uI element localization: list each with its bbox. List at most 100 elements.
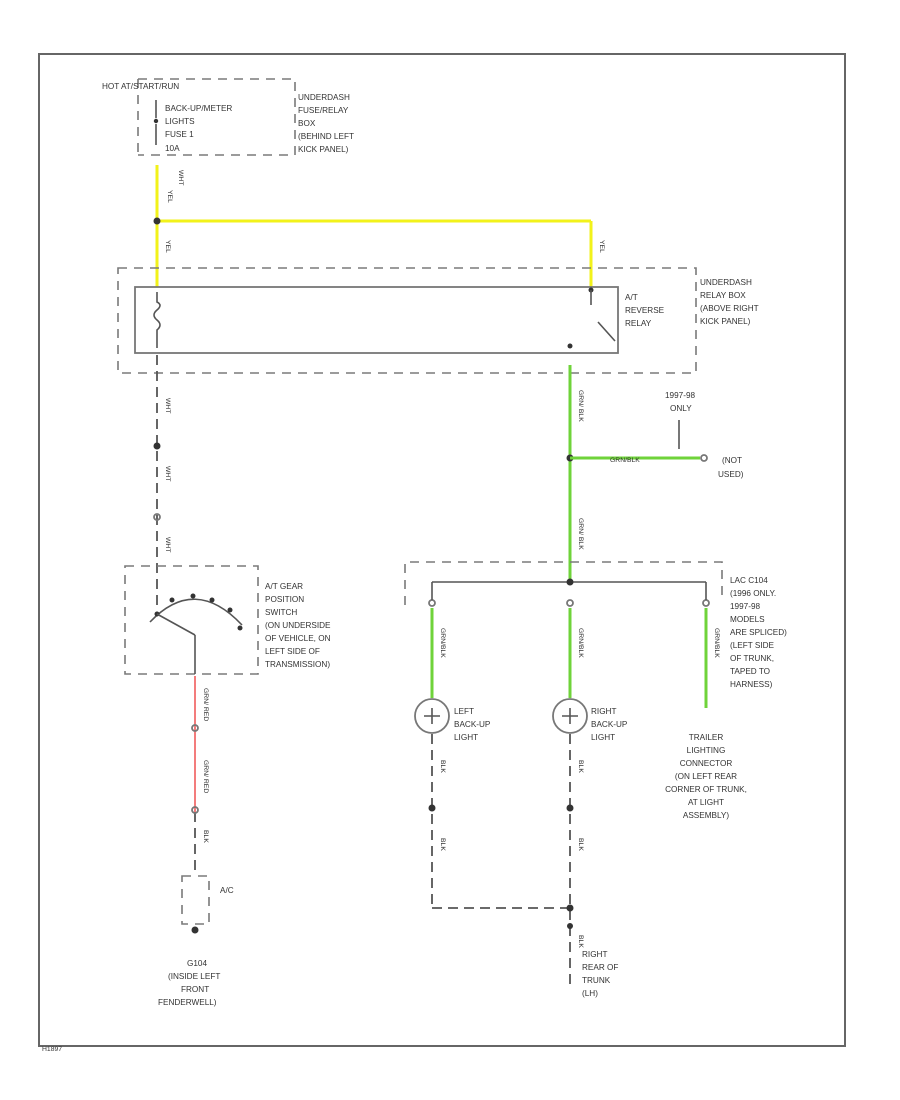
- fuse-line-1: LIGHTS: [165, 117, 195, 126]
- wire-label-blk-1: BLK: [202, 830, 209, 843]
- wire-label-grn-blk-2: GRN/ BLK: [577, 518, 584, 550]
- relay-location-0: UNDERDASH: [700, 278, 752, 287]
- ground-left-tag: A/C: [220, 886, 234, 895]
- trailer-label-1: LIGHTING: [687, 746, 726, 755]
- relay-switch-arm: [597, 321, 616, 342]
- wire-label-grn-red-1: GRN/ RED: [202, 688, 209, 721]
- ground-left-label-0: G104: [187, 959, 207, 968]
- diagram-frame: [38, 53, 846, 1047]
- gear-switch-label-2: SWITCH: [265, 608, 297, 617]
- ground-right-label-0: RIGHT: [582, 950, 607, 959]
- splice-label-4: ARE SPLICED): [730, 628, 787, 637]
- fuse-line-0: BACK-UP/METER: [165, 104, 232, 113]
- optional-note-1: ONLY: [670, 404, 692, 413]
- ground-right-trunk: RIGHT REAR OF TRUNK (LH): [582, 950, 618, 998]
- ground-right-label-3: (LH): [582, 989, 598, 998]
- left-back-up-light: LEFT BACK-UP LIGHT: [414, 698, 491, 742]
- trailer-label-5: AT LIGHT: [688, 798, 724, 807]
- gear-position-switch: A/T GEAR POSITION SWITCH (ON UNDERSIDE O…: [124, 565, 331, 675]
- fuse-box: HOT AT/START/RUN BACK-UP/METER LIGHTS FU…: [102, 78, 354, 156]
- wire-label-grn-blk-h: GRN/BLK: [610, 457, 640, 464]
- junction-wht: [153, 442, 161, 450]
- ground-left-label-3: FENDERWELL): [158, 998, 217, 1007]
- wire-label-grn-blk-1: GRN/ BLK: [577, 390, 584, 422]
- trailer-label-4: CORNER OF TRUNK,: [665, 785, 747, 794]
- optional-note-0: 1997-98: [665, 391, 695, 400]
- relay-box: A/T REVERSE RELAY UNDERDASH RELAY BOX (A…: [117, 267, 759, 374]
- left-light-label-2: LIGHT: [454, 733, 478, 742]
- splice-label-7: TAPED TO: [730, 667, 770, 676]
- wire-label-yel-right: YEL: [598, 240, 605, 253]
- right-light-label-2: LIGHT: [591, 733, 615, 742]
- ground-left-label-2: FRONT: [181, 985, 209, 994]
- relay-label-2: RELAY: [625, 319, 652, 328]
- wire-label-blk-c3: BLK: [577, 935, 584, 948]
- diagram-code: H1897: [42, 1046, 62, 1053]
- right-light-label-0: RIGHT: [591, 707, 616, 716]
- left-light-label-0: LEFT: [454, 707, 474, 716]
- gear-switch-label-1: POSITION: [265, 595, 304, 604]
- right-light-label-1: BACK-UP: [591, 720, 628, 729]
- wire-label-grn-blk-c: GRN/BLK: [577, 628, 584, 658]
- gear-switch-wiper: [156, 613, 196, 636]
- gear-switch-label-0: A/T GEAR: [265, 582, 303, 591]
- relay-location-1: RELAY BOX: [700, 291, 746, 300]
- junction-ground: [566, 904, 574, 912]
- wire-label-blk-c1: BLK: [577, 760, 584, 773]
- wire-label-blk-l2: BLK: [439, 838, 446, 851]
- relay-coil: [153, 292, 161, 348]
- fuse-line-2: FUSE 1: [165, 130, 194, 139]
- connector-c3: [191, 806, 199, 814]
- not-used-1: USED): [718, 470, 744, 479]
- relay-location-2: (ABOVE RIGHT: [700, 304, 759, 313]
- wire-label-wht-1: WHT: [177, 170, 184, 185]
- splice-label-1: (1996 ONLY.: [730, 589, 776, 598]
- splice-label-2: 1997-98: [730, 602, 760, 611]
- relay-location-3: KICK PANEL): [700, 317, 751, 326]
- connector-c1: [153, 513, 161, 521]
- wire-label-grn-blk-l: GRN/BLK: [439, 628, 446, 658]
- connector-c2: [191, 724, 199, 732]
- ground-right-label-2: TRUNK: [582, 976, 611, 985]
- gear-switch-arc: [149, 598, 243, 626]
- wire-label-yel-mid: YEL: [164, 240, 171, 253]
- wire-label-blk-l1: BLK: [439, 760, 446, 773]
- left-light-label-1: BACK-UP: [454, 720, 491, 729]
- not-used-0: (NOT: [722, 456, 742, 465]
- wire-label-grn-blk-r: GRN/BLK: [713, 628, 720, 658]
- ground-left-label-1: (INSIDE LEFT: [168, 972, 220, 981]
- trailer-label-6: ASSEMBLY): [683, 811, 730, 820]
- splice-label-0: LAC C104: [730, 576, 768, 585]
- splice-label-8: HARNESS): [730, 680, 773, 689]
- wire-label-yel-top: YEL: [166, 190, 173, 203]
- fuse-location-3: (BEHIND LEFT: [298, 132, 354, 141]
- relay-label-0: A/T: [625, 293, 638, 302]
- fuse-location-4: KICK PANEL): [298, 145, 349, 154]
- relay-label-1: REVERSE: [625, 306, 665, 315]
- fuse-location-0: UNDERDASH: [298, 93, 350, 102]
- gear-switch-label-3: (ON UNDERSIDE: [265, 621, 331, 630]
- gear-switch-label-4: OF VEHICLE, ON: [265, 634, 331, 643]
- wire-label-grn-red-2: GRN/ RED: [202, 760, 209, 793]
- wire-label-wht-3: WHT: [164, 466, 171, 481]
- right-back-up-light: RIGHT BACK-UP LIGHT: [552, 698, 628, 742]
- fuse-line-3: 10A: [165, 144, 180, 153]
- junction-yellow: [153, 217, 161, 225]
- wire-label-blk-c2: BLK: [577, 838, 584, 851]
- splice-label-3: MODELS: [730, 615, 765, 624]
- gear-switch-label-5: LEFT SIDE OF: [265, 647, 320, 656]
- trailer-connector: TRAILER LIGHTING CONNECTOR (ON LEFT REAR…: [665, 733, 747, 820]
- trailer-label-0: TRAILER: [689, 733, 724, 742]
- splice-c104: LAC C104 (1996 ONLY. 1997-98 MODELS ARE …: [404, 561, 787, 689]
- trailer-label-2: CONNECTOR: [680, 759, 733, 768]
- gear-switch-label-6: TRANSMISSION): [265, 660, 330, 669]
- fuse-location-2: BOX: [298, 119, 316, 128]
- splice-label-5: (LEFT SIDE: [730, 641, 775, 650]
- ground-g104: A/C G104 (INSIDE LEFT FRONT FENDERWELL): [158, 875, 234, 1007]
- splice-label-6: OF TRUNK,: [730, 654, 774, 663]
- fuse-box-title: HOT AT/START/RUN: [102, 82, 179, 91]
- fuse-location-1: FUSE/RELAY: [298, 106, 349, 115]
- ground-right-label-1: REAR OF: [582, 963, 618, 972]
- trailer-label-3: (ON LEFT REAR: [675, 772, 737, 781]
